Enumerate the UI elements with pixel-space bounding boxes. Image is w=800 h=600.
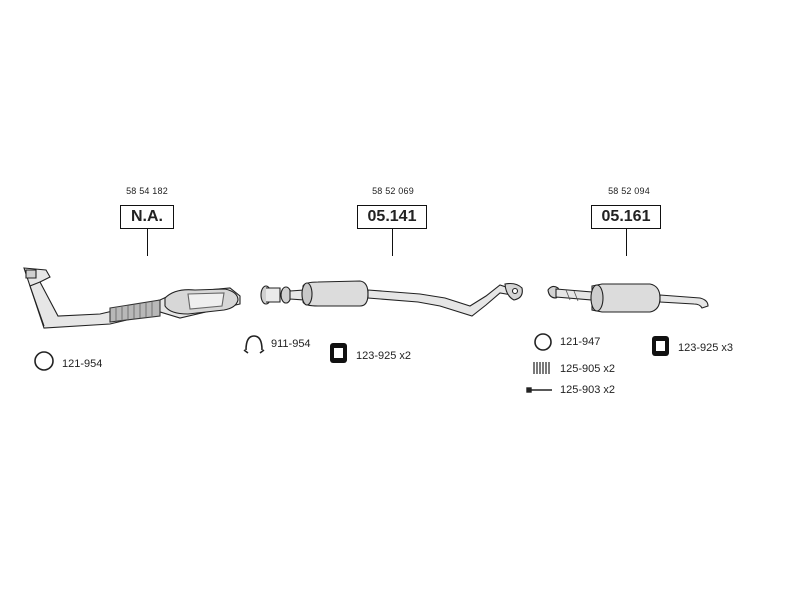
oe-number-rear: 58 52 094 <box>608 186 650 196</box>
clamp-icon <box>243 335 265 354</box>
part-number-middle: 05.141 <box>357 205 427 229</box>
oe-number-front: 58 54 182 <box>126 186 168 196</box>
gasket-front-label: 121-954 <box>62 358 103 370</box>
leader-line-front <box>147 229 148 256</box>
rubber-hanger-icon <box>652 336 669 356</box>
bolt-icon <box>526 387 552 393</box>
spring-rear-label: 125-905 x2 <box>560 363 616 375</box>
rear-pipe-drawing <box>547 283 709 313</box>
front-pipe-drawing <box>23 267 241 329</box>
bolt-rear-label: 125-903 x2 <box>560 384 616 396</box>
hanger-mid-label: 123-925 x2 <box>356 350 412 362</box>
hanger-rear-label: 123-925 x3 <box>678 342 734 354</box>
spring-icon <box>533 362 550 374</box>
part-number-front: N.A. <box>120 205 174 229</box>
ring-gasket-icon <box>34 351 54 371</box>
oe-number-middle: 58 52 069 <box>372 186 414 196</box>
leader-line-middle <box>392 229 393 256</box>
rubber-hanger-icon <box>330 343 347 363</box>
middle-pipe-drawing <box>260 280 523 317</box>
part-number-rear: 05.161 <box>591 205 661 229</box>
ring-gasket-icon <box>534 333 552 351</box>
gasket-rear-label: 121-947 <box>560 336 601 348</box>
clamp-mid-label: 911-954 <box>271 338 311 350</box>
leader-line-rear <box>626 229 627 256</box>
